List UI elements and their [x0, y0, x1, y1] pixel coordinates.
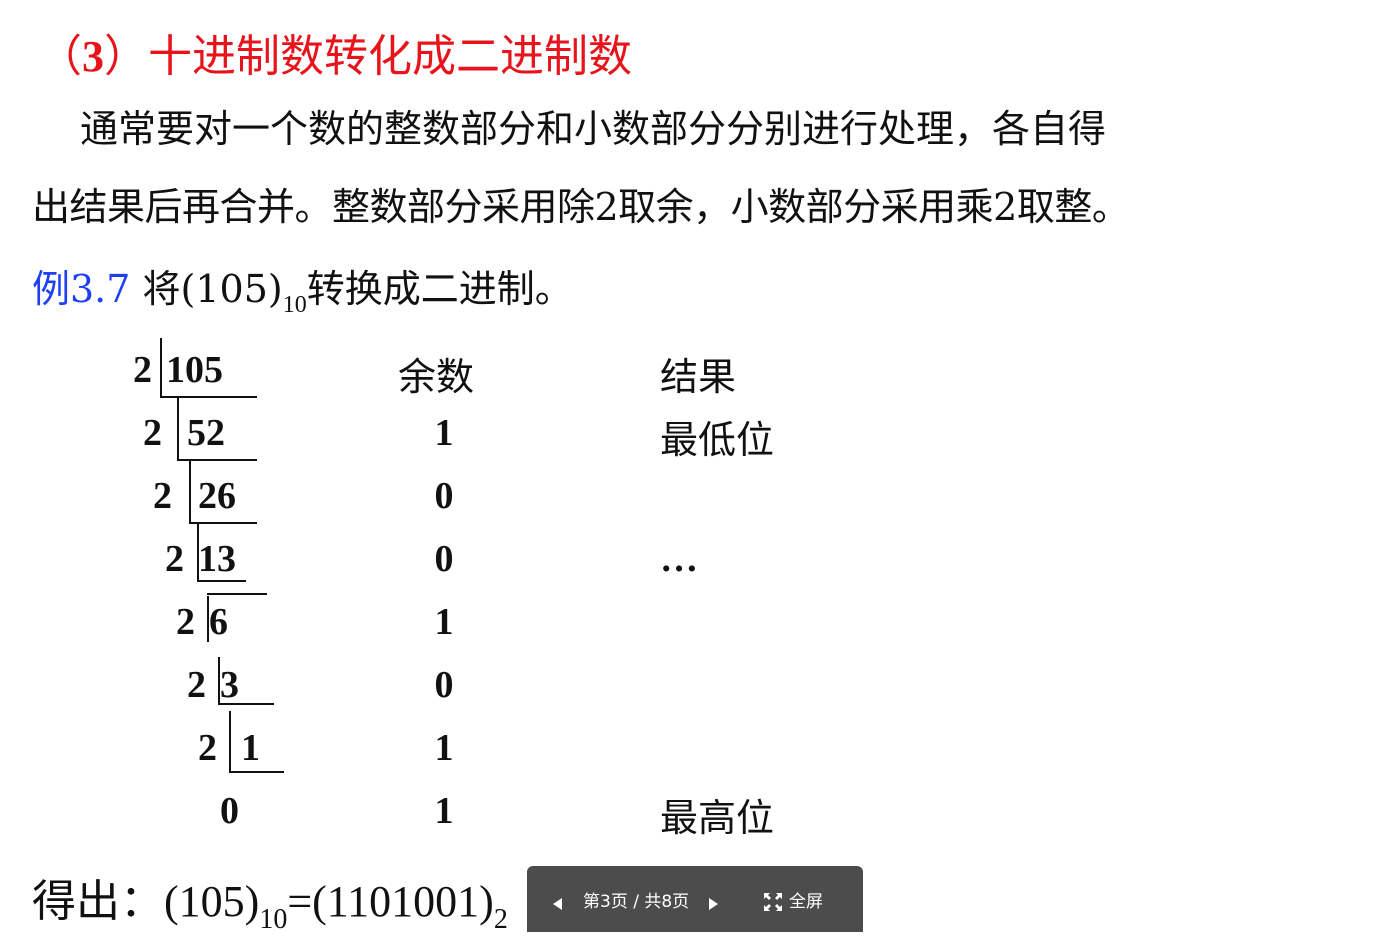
divisor: 2	[143, 412, 162, 454]
division-rule	[160, 396, 257, 398]
division-bar	[197, 524, 199, 580]
next-arrow-icon	[709, 898, 718, 910]
example-line: 例3.7 将(105)10转换成二进制。	[32, 258, 573, 319]
divisor: 2	[176, 601, 195, 643]
page-indicator: 第3页 / 共8页	[583, 892, 690, 912]
division-bar	[207, 596, 209, 642]
title-text: ）十进制数转化成二进制数	[104, 31, 632, 82]
result-lhs: (105)	[164, 877, 260, 926]
remainder-value: 1	[434, 601, 454, 643]
divisor: 2	[165, 538, 184, 580]
title-number: 3	[82, 32, 104, 81]
prev-page-button[interactable]	[541, 866, 571, 932]
example-text-a: 将(105)	[130, 267, 283, 311]
result-equals: =	[287, 877, 313, 926]
dividend: 6	[209, 601, 228, 643]
dividend: 26	[198, 475, 236, 517]
page-title: （3）十进制数转化成二进制数	[38, 20, 632, 84]
result-line: 得出：(105)10=(1101001)2	[32, 865, 508, 936]
fullscreen-label: 全屏	[789, 892, 823, 912]
result-rhs: (1101001)	[312, 877, 494, 926]
title-prefix: （	[38, 31, 82, 82]
dividend: 52	[187, 412, 225, 454]
result-ellipsis: …	[660, 538, 702, 580]
dividend: 0	[220, 790, 239, 832]
division-rule	[197, 580, 246, 582]
paragraph-line-2: 出结果后再合并。整数部分采用除2取余，小数部分采用乘2取整。	[32, 185, 1130, 229]
page-navigation-bar: 第3页 / 共8页 全屏	[527, 866, 863, 932]
division-bar	[189, 461, 191, 523]
remainder-value: 0	[434, 664, 454, 706]
dividend: 13	[198, 538, 236, 580]
prev-arrow-icon	[553, 898, 562, 910]
example-subscript: 10	[282, 292, 307, 318]
division-bar	[177, 398, 179, 460]
division-rule	[189, 522, 257, 524]
remainder-value: 1	[434, 412, 454, 454]
result-label: 得出：	[32, 876, 164, 927]
remainder-value: 0	[434, 538, 454, 580]
division-bar	[218, 657, 220, 703]
divisor: 2	[198, 727, 217, 769]
remainder-value: 1	[434, 727, 454, 769]
division-bar	[160, 338, 162, 396]
divisor: 2	[133, 349, 152, 391]
remainder-value: 1	[434, 790, 454, 832]
division-bar	[229, 711, 231, 771]
result-rhs-subscript: 2	[493, 904, 508, 935]
example-text-b: 转换成二进制。	[306, 267, 573, 311]
remainder-value: 0	[434, 475, 454, 517]
division-rule	[207, 593, 267, 595]
fullscreen-button[interactable]: 全屏	[763, 866, 843, 932]
division-rule	[229, 771, 284, 773]
example-id: 例3.7	[32, 267, 131, 311]
paragraph-line-1: 通常要对一个数的整数部分和小数部分分别进行处理，各自得	[80, 107, 1107, 151]
next-page-button[interactable]	[699, 866, 729, 932]
dividend: 1	[241, 727, 260, 769]
division-rule	[177, 459, 257, 461]
fullscreen-icon	[764, 893, 782, 911]
result-label-lowest-bit: 最低位	[660, 418, 775, 462]
divisor: 2	[187, 664, 206, 706]
dividend: 3	[220, 664, 239, 706]
remainder-header: 余数	[398, 355, 475, 399]
division-rule	[218, 703, 274, 705]
result-lhs-subscript: 10	[259, 904, 288, 935]
divisor: 2	[153, 475, 172, 517]
dividend: 105	[166, 349, 223, 391]
result-header: 结果	[660, 355, 737, 399]
result-label-highest-bit: 最高位	[660, 796, 775, 840]
